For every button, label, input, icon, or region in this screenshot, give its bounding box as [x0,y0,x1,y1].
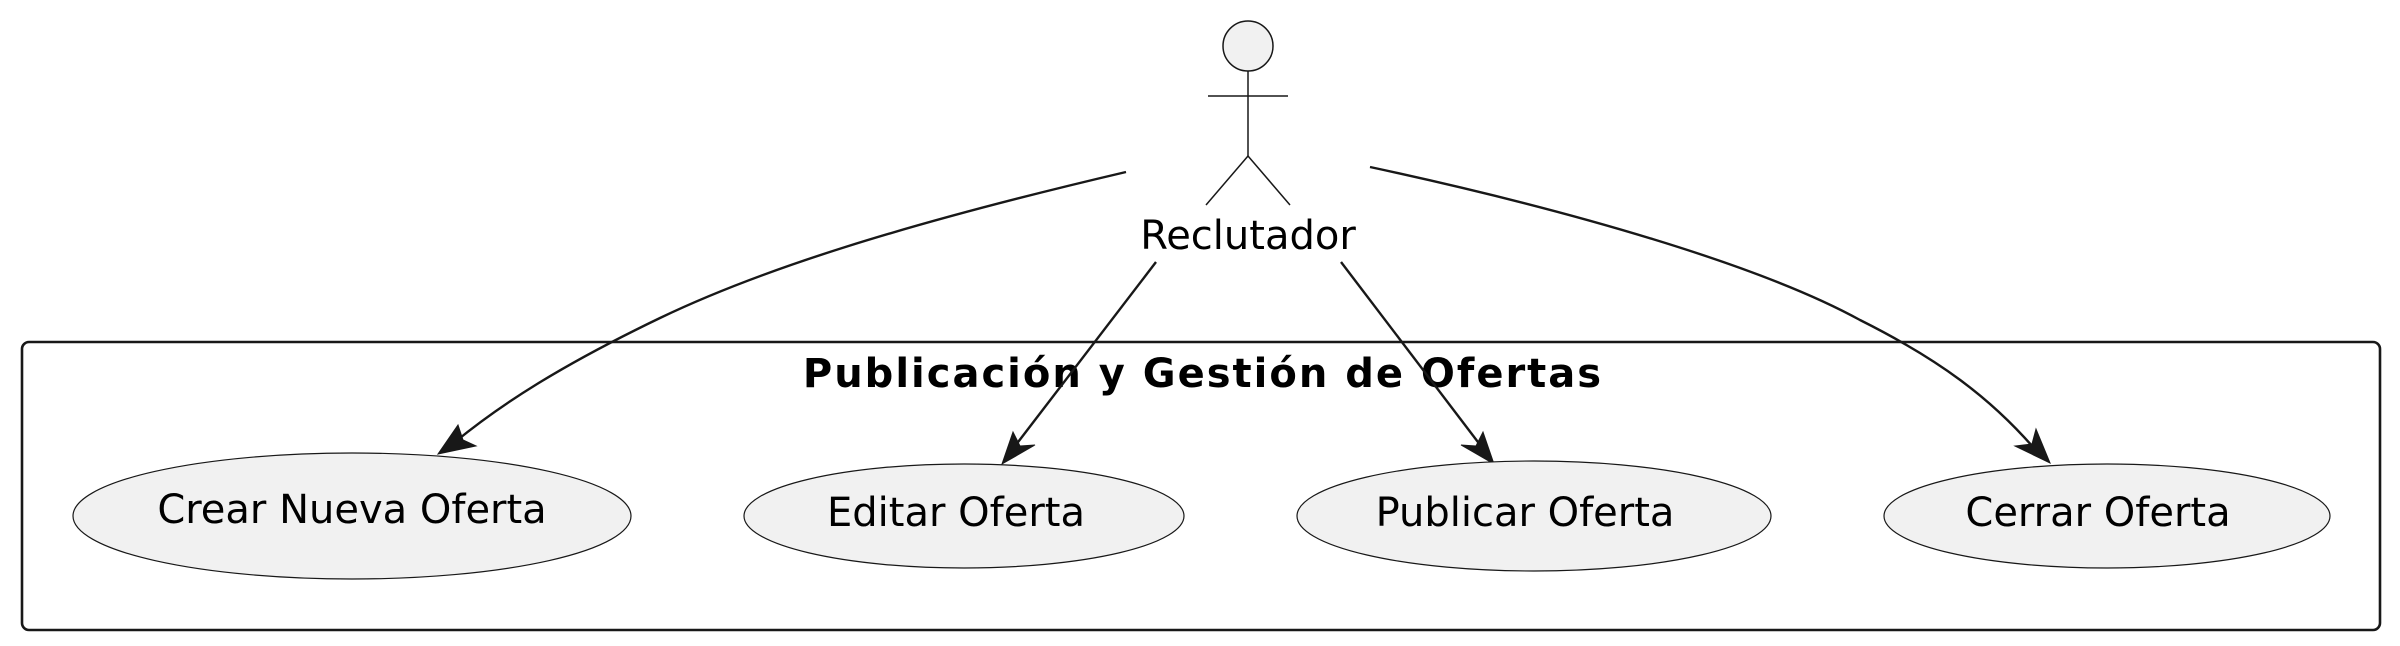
use-case-cerrar-oferta[interactable]: Cerrar Oferta [1883,463,2331,569]
use-case-ellipse [743,463,1185,569]
associations [436,165,2051,466]
use-case-editar-oferta[interactable]: Editar Oferta [743,463,1185,569]
use-case-publicar-oferta[interactable]: Publicar Oferta [1296,460,1772,572]
use-case-crear-nueva-oferta[interactable]: Crear Nueva Oferta [72,452,632,580]
association-crear-nueva-oferta [454,170,1127,443]
actor-right-leg [1247,155,1291,206]
system-boundary: Publicación y Gestión de Ofertas [20,340,2382,632]
arrowhead-editar-oferta [1001,430,1036,466]
association-publicar-oferta [1340,261,1485,451]
actor-head [1222,20,1274,72]
association-editar-oferta [1011,261,1157,451]
use-case-label: Crear Nueva Oferta [157,487,546,533]
use-case-label: Cerrar Oferta [1965,490,2230,536]
use-case-ellipse [1883,463,2331,569]
use-case-ellipse [1296,460,1772,572]
arrowhead-crear-nueva-oferta [436,423,478,455]
use-case-label: Editar Oferta [827,490,1085,536]
actor-left-leg [1205,155,1249,206]
arrowhead-publicar-oferta [1460,430,1495,466]
actor-reclutador[interactable]: Reclutador [1140,20,1356,259]
actor-label: Reclutador [1140,213,1356,259]
boundary-frame [20,340,2382,632]
boundary-title: Publicación y Gestión de Ofertas [803,351,1603,397]
use-case-ellipse [72,452,632,580]
use-case-label: Publicar Oferta [1376,490,1675,536]
arrowhead-cerrar-oferta [2013,427,2051,465]
association-cerrar-oferta [1369,165,2034,448]
